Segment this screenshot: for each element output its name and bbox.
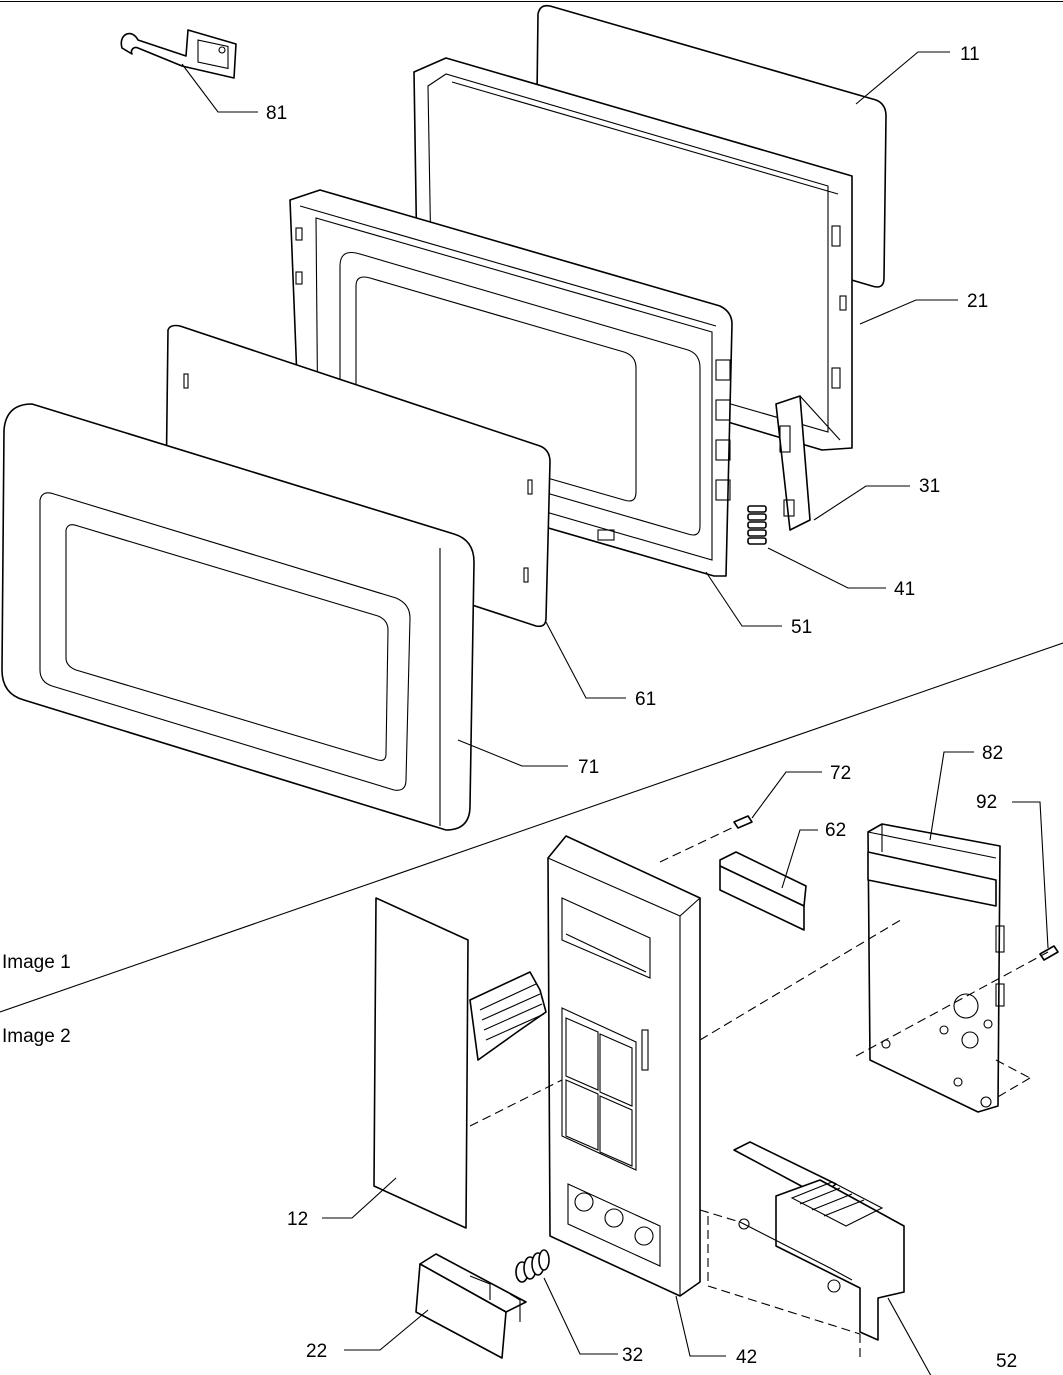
section-label-image2: Image 2 [2, 1026, 71, 1047]
part-92-screw [1039, 945, 1059, 961]
part-22-release-button [415, 1253, 527, 1359]
part-82-control-board [867, 823, 1005, 1113]
callout-62: 62 [825, 820, 846, 841]
part-72-screw [733, 815, 753, 829]
callout-11: 11 [960, 44, 980, 65]
leader-lines [181, 51, 1049, 1375]
part-52-latch-bracket [733, 1141, 905, 1341]
part-32-coil-spring [515, 1249, 550, 1283]
callout-81: 81 [266, 103, 287, 124]
callout-42: 42 [736, 1347, 757, 1368]
part-12-membrane-keypad [373, 897, 547, 1229]
callout-labels: 11 21 31 41 51 61 71 81 72 82 62 92 12 2… [266, 44, 1017, 1372]
callout-32: 32 [622, 1345, 643, 1366]
callout-22: 22 [306, 1341, 327, 1362]
part-41-spring [747, 505, 767, 545]
part-62-bezel-block [719, 851, 807, 931]
callout-12: 12 [287, 1209, 308, 1230]
callout-51: 51 [791, 617, 812, 638]
callout-82: 82 [982, 743, 1003, 764]
part-71-door-outer-frame [1, 403, 475, 831]
callout-52: 52 [996, 1351, 1017, 1372]
callout-41: 41 [894, 579, 915, 600]
section-divider [0, 642, 1063, 1013]
assembly-lines [469, 825, 1049, 1360]
callout-71: 71 [578, 757, 599, 778]
callout-21: 21 [967, 291, 988, 312]
callout-72: 72 [830, 763, 851, 784]
part-42-control-housing [547, 835, 701, 1297]
callout-92: 92 [976, 792, 997, 813]
callout-61: 61 [635, 689, 656, 710]
callout-31: 31 [919, 476, 940, 497]
section-label-image1: Image 1 [2, 952, 71, 973]
part-81-latch-hook [120, 29, 237, 79]
part-31-latch-lever [775, 395, 841, 531]
